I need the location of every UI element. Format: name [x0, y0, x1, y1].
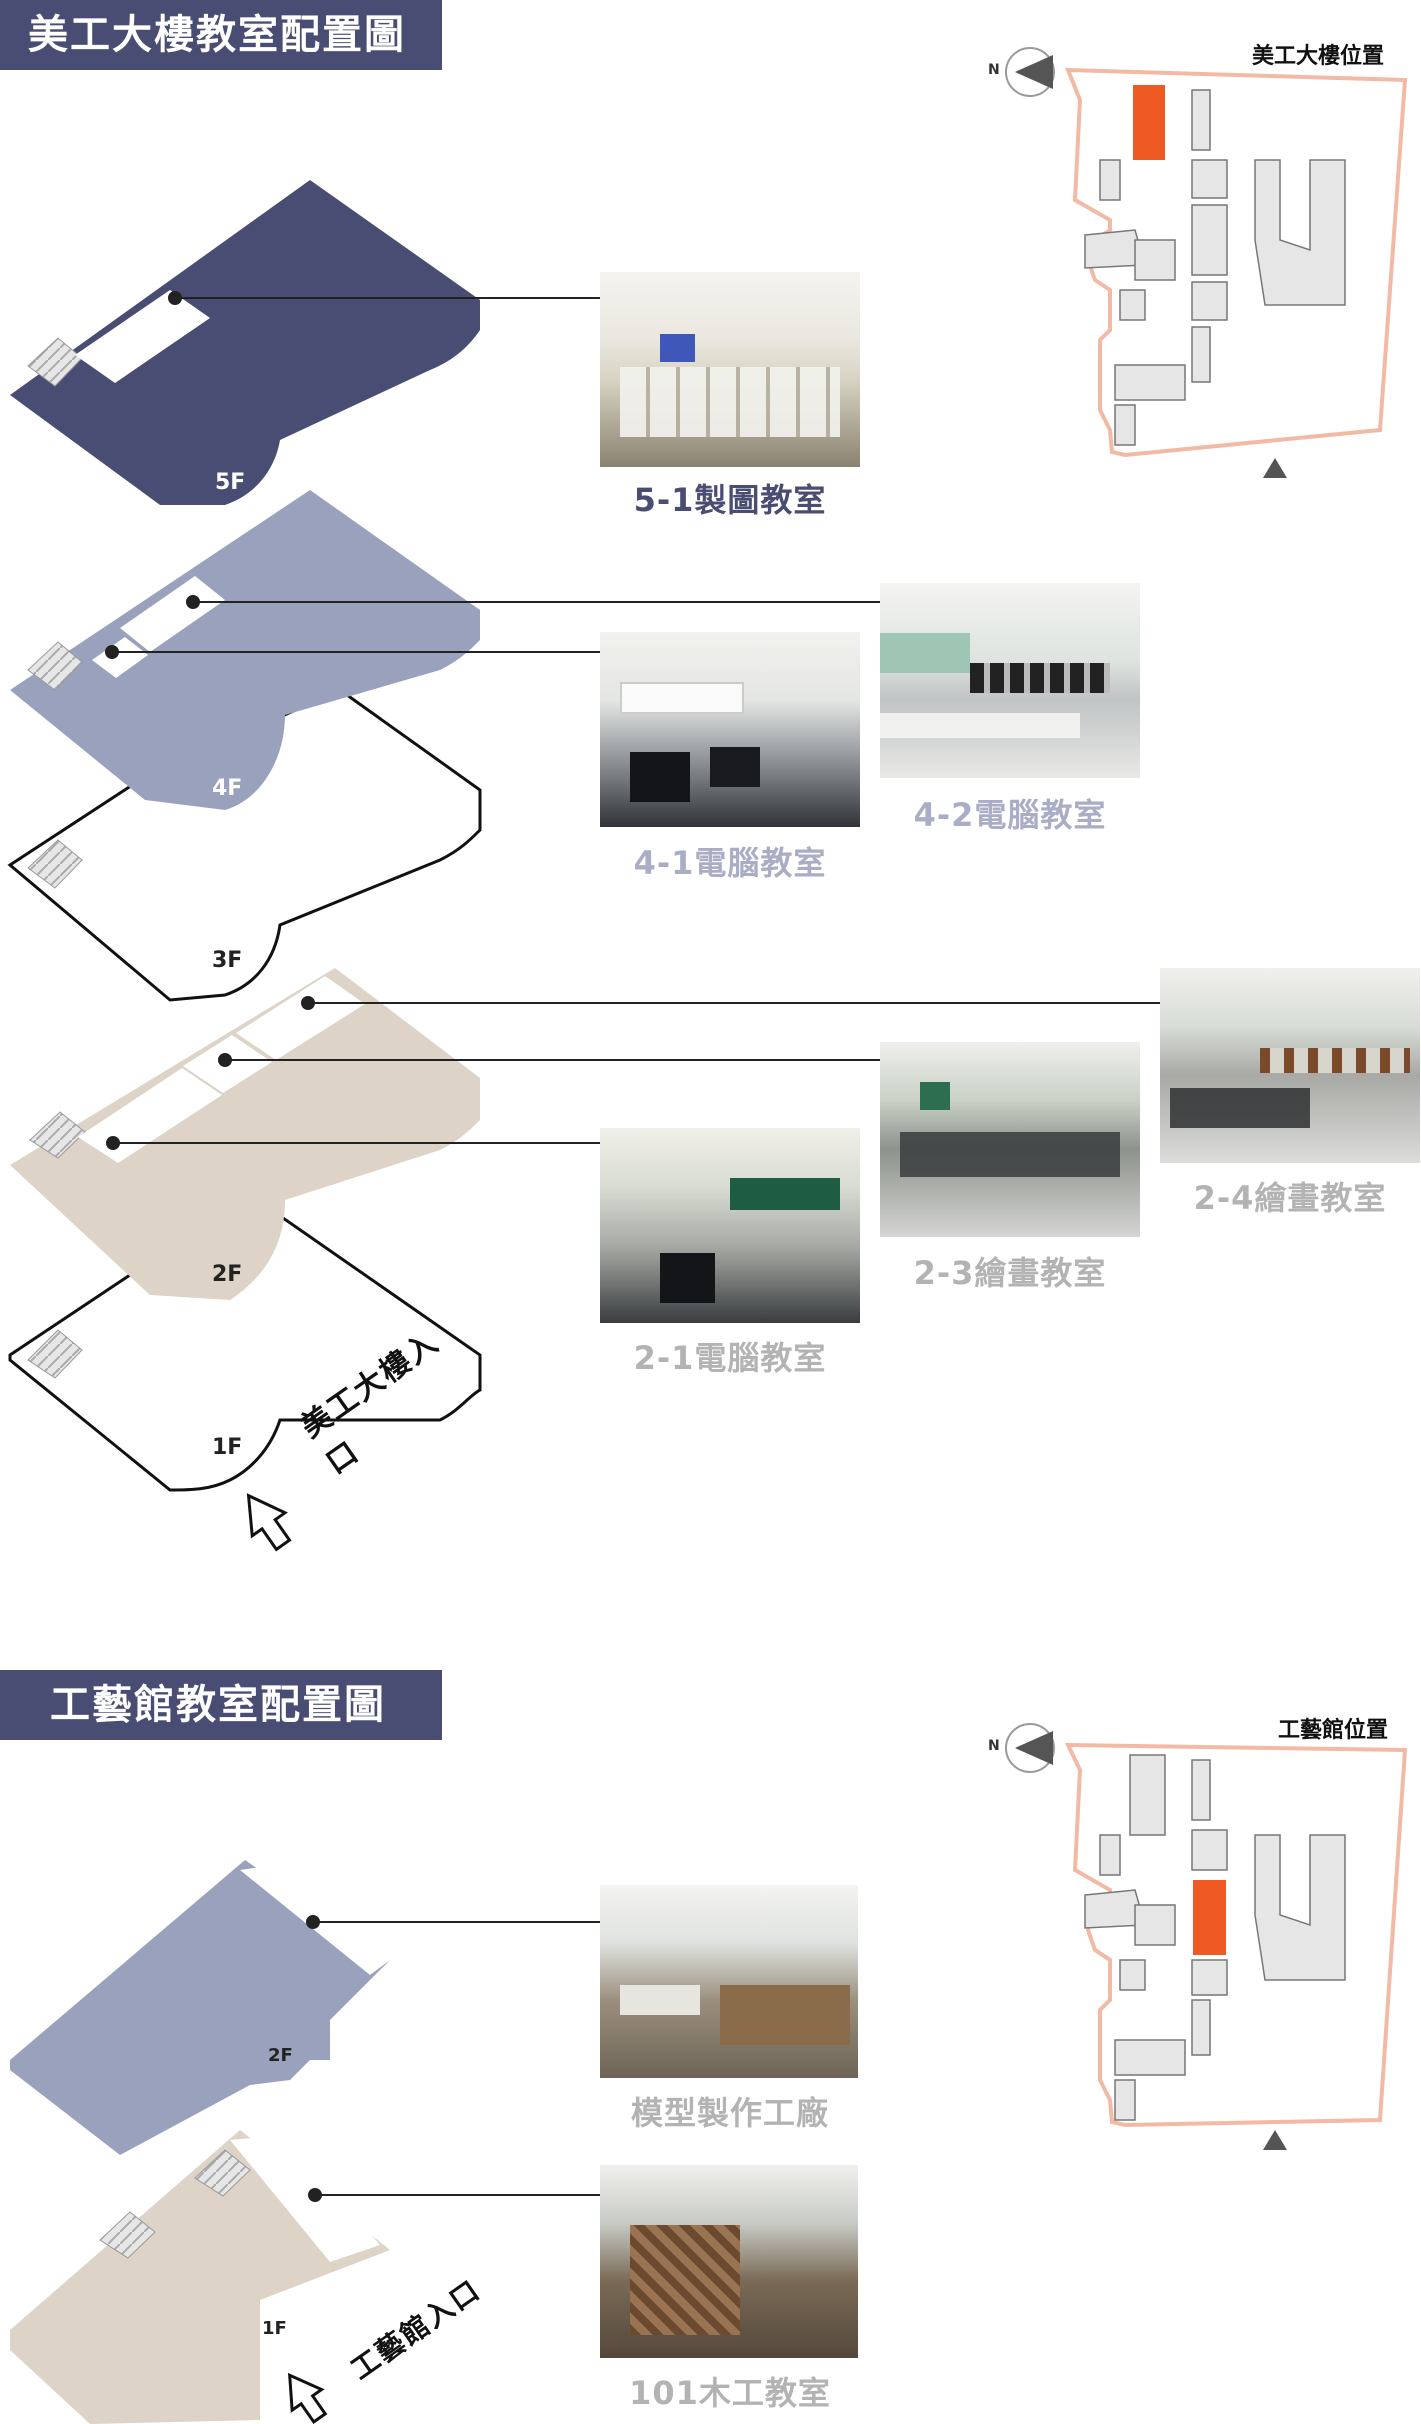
caption-4-1: 4-1電腦教室: [633, 844, 827, 882]
stairs-icon: [27, 641, 83, 691]
floor-label-1f: 1F: [212, 1435, 243, 1460]
floor-label-4f: 4F: [212, 776, 243, 801]
stairs-icon: [27, 1329, 83, 1379]
section-banner-meigong: 美工大樓教室配置圖: [0, 0, 442, 70]
entrance-arrow-icon: [246, 1493, 292, 1552]
floor-label-2f: 2F: [212, 1262, 243, 1287]
caption-model-workshop: 模型製作工廠: [630, 2094, 829, 2132]
location-map-gongyi: [1005, 1723, 1408, 2150]
caption-2-3: 2-3繪畫教室: [913, 1254, 1107, 1292]
stairs-icon: [27, 839, 83, 889]
photo-woodworking: [600, 2165, 858, 2358]
entrance-triangle-icon: [1263, 458, 1287, 478]
photo-5-1: [600, 272, 860, 467]
highlight-building: [1133, 85, 1165, 160]
entrance-arrow-icon-2: [288, 2372, 328, 2424]
floor-5f-plan: [10, 180, 480, 505]
leader-lines: [105, 291, 1160, 1150]
floor-3f-plan: [7, 688, 482, 1002]
location-label-gongyi: 工藝館位置: [1278, 1718, 1389, 1743]
floor-1f-plan: [8, 1193, 482, 1492]
caption-5-1: 5-1製圖教室: [633, 481, 827, 519]
floor-g1-plan: [10, 2130, 390, 2424]
floor-label-5f: 5F: [215, 470, 246, 495]
location-map-meigong: [1005, 47, 1408, 478]
photo-4-1: [600, 632, 860, 827]
floor-label-g2: 2F: [268, 2045, 293, 2066]
stairs-icon: [99, 2211, 156, 2259]
photo-4-2: [880, 583, 1140, 778]
photo-2-4: [1160, 968, 1420, 1163]
section-banner-gongyi: 工藝館教室配置圖: [0, 1670, 442, 1740]
floor-g2-plan: [10, 1860, 390, 2155]
photo-2-1: [600, 1128, 860, 1323]
leader-lines-2: [306, 1915, 600, 2202]
caption-2-1: 2-1電腦教室: [633, 1339, 827, 1377]
floor-4f-plan: [10, 490, 480, 810]
floor-label-g1: 1F: [262, 2318, 287, 2339]
photo-model-workshop: [600, 1885, 858, 2078]
floor-2f-plan: [10, 968, 480, 1300]
compass-n-label: N: [988, 1738, 1000, 1754]
entrance-triangle-icon: [1263, 2130, 1287, 2150]
stairs-icon: [29, 1111, 86, 1159]
caption-2-4: 2-4繪畫教室: [1193, 1179, 1387, 1217]
floor-label-3f: 3F: [212, 948, 243, 973]
compass-n-label: N: [988, 62, 1000, 78]
stairs-icon: [194, 2149, 251, 2197]
caption-4-2: 4-2電腦教室: [913, 796, 1107, 834]
location-label-meigong: 美工大樓位置: [1252, 44, 1385, 69]
photo-2-3: [880, 1042, 1140, 1237]
caption-woodworking: 101木工教室: [629, 2374, 831, 2412]
highlight-building: [1193, 1880, 1226, 1955]
